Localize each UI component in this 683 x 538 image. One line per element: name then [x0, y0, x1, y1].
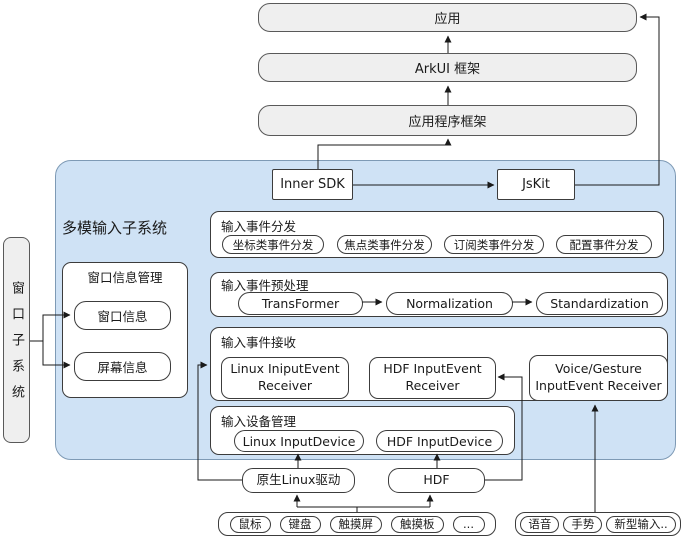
touchpad-pill: 触摸板 [391, 515, 444, 533]
layer-app-framework-box: 应用程序框架 [258, 105, 637, 136]
device-management-title: 输入设备管理 [221, 414, 297, 429]
multimodal-subsystem-title: 多模输入子系统 [62, 219, 168, 237]
layer-app-box: 应用 [258, 3, 637, 32]
event-preprocess-section: 输入事件预处理 TransFormer Normalization Standa… [210, 272, 668, 317]
hdf-inputevent-receiver-box: HDF InputEvent Receiver [369, 357, 496, 399]
config-event-dispatch-pill: 配置事件分发 [556, 235, 652, 254]
hdf-inputdevice-pill: HDF InputDevice [376, 430, 503, 452]
linux-inputevent-receiver-box: Linux IniputEvent Receiver [221, 357, 349, 399]
event-receive-title: 输入事件接收 [221, 335, 297, 350]
window-subsystem-label: 窗口子系统 [9, 281, 24, 411]
touchscreen-pill: 触摸屏 [329, 515, 382, 533]
jskit-box: JsKit [497, 169, 575, 200]
modern-devices-group: 语音 手势 新型输入.. [515, 512, 681, 536]
ellipsis-pill: ... [452, 515, 485, 533]
event-receive-section: 输入事件接收 Linux IniputEvent Receiver HDF In… [210, 327, 668, 401]
subscribe-event-dispatch-pill: 订阅类事件分发 [444, 235, 544, 254]
gesture-pill: 手势 [563, 515, 603, 533]
mouse-pill: 鼠标 [229, 515, 271, 533]
native-linux-driver-box: 原生Linux驱动 [242, 468, 355, 493]
coordinate-event-dispatch-pill: 坐标类事件分发 [222, 235, 324, 254]
screen-info-pill: 屏幕信息 [74, 352, 171, 381]
layer-arkui-box: ArkUI 框架 [258, 53, 637, 82]
event-dispatch-section: 输入事件分发 坐标类事件分发 焦点类事件分发 订阅类事件分发 配置事件分发 [210, 211, 664, 258]
window-info-management-box: 窗口信息管理 窗口信息 屏幕信息 [62, 262, 188, 398]
event-preprocess-title: 输入事件预处理 [221, 278, 309, 293]
event-dispatch-title: 输入事件分发 [221, 219, 297, 234]
linux-inputdevice-pill: Linux InputDevice [234, 430, 364, 452]
device-management-section: 输入设备管理 Linux InputDevice HDF InputDevice [210, 406, 515, 455]
window-info-management-title: 窗口信息管理 [87, 270, 163, 285]
normalization-pill: Normalization [386, 292, 513, 315]
inner-sdk-box: Inner SDK [272, 169, 353, 200]
new-input-pill: 新型输入.. [606, 515, 676, 533]
voice-gesture-inputevent-receiver-box: Voice/Gesture InputEvent Receiver [529, 355, 668, 401]
window-subsystem-box: 窗口子系统 [3, 237, 30, 443]
standardization-pill: Standardization [536, 292, 663, 315]
window-info-pill: 窗口信息 [74, 301, 171, 330]
focus-event-dispatch-pill: 焦点类事件分发 [337, 235, 432, 254]
voice-pill: 语音 [520, 515, 560, 533]
keyboard-pill: 键盘 [279, 515, 321, 533]
legacy-devices-group: 鼠标 键盘 触摸屏 触摸板 ... [218, 512, 496, 536]
transformer-pill: TransFormer [238, 292, 363, 315]
hdf-box: HDF [388, 468, 485, 493]
